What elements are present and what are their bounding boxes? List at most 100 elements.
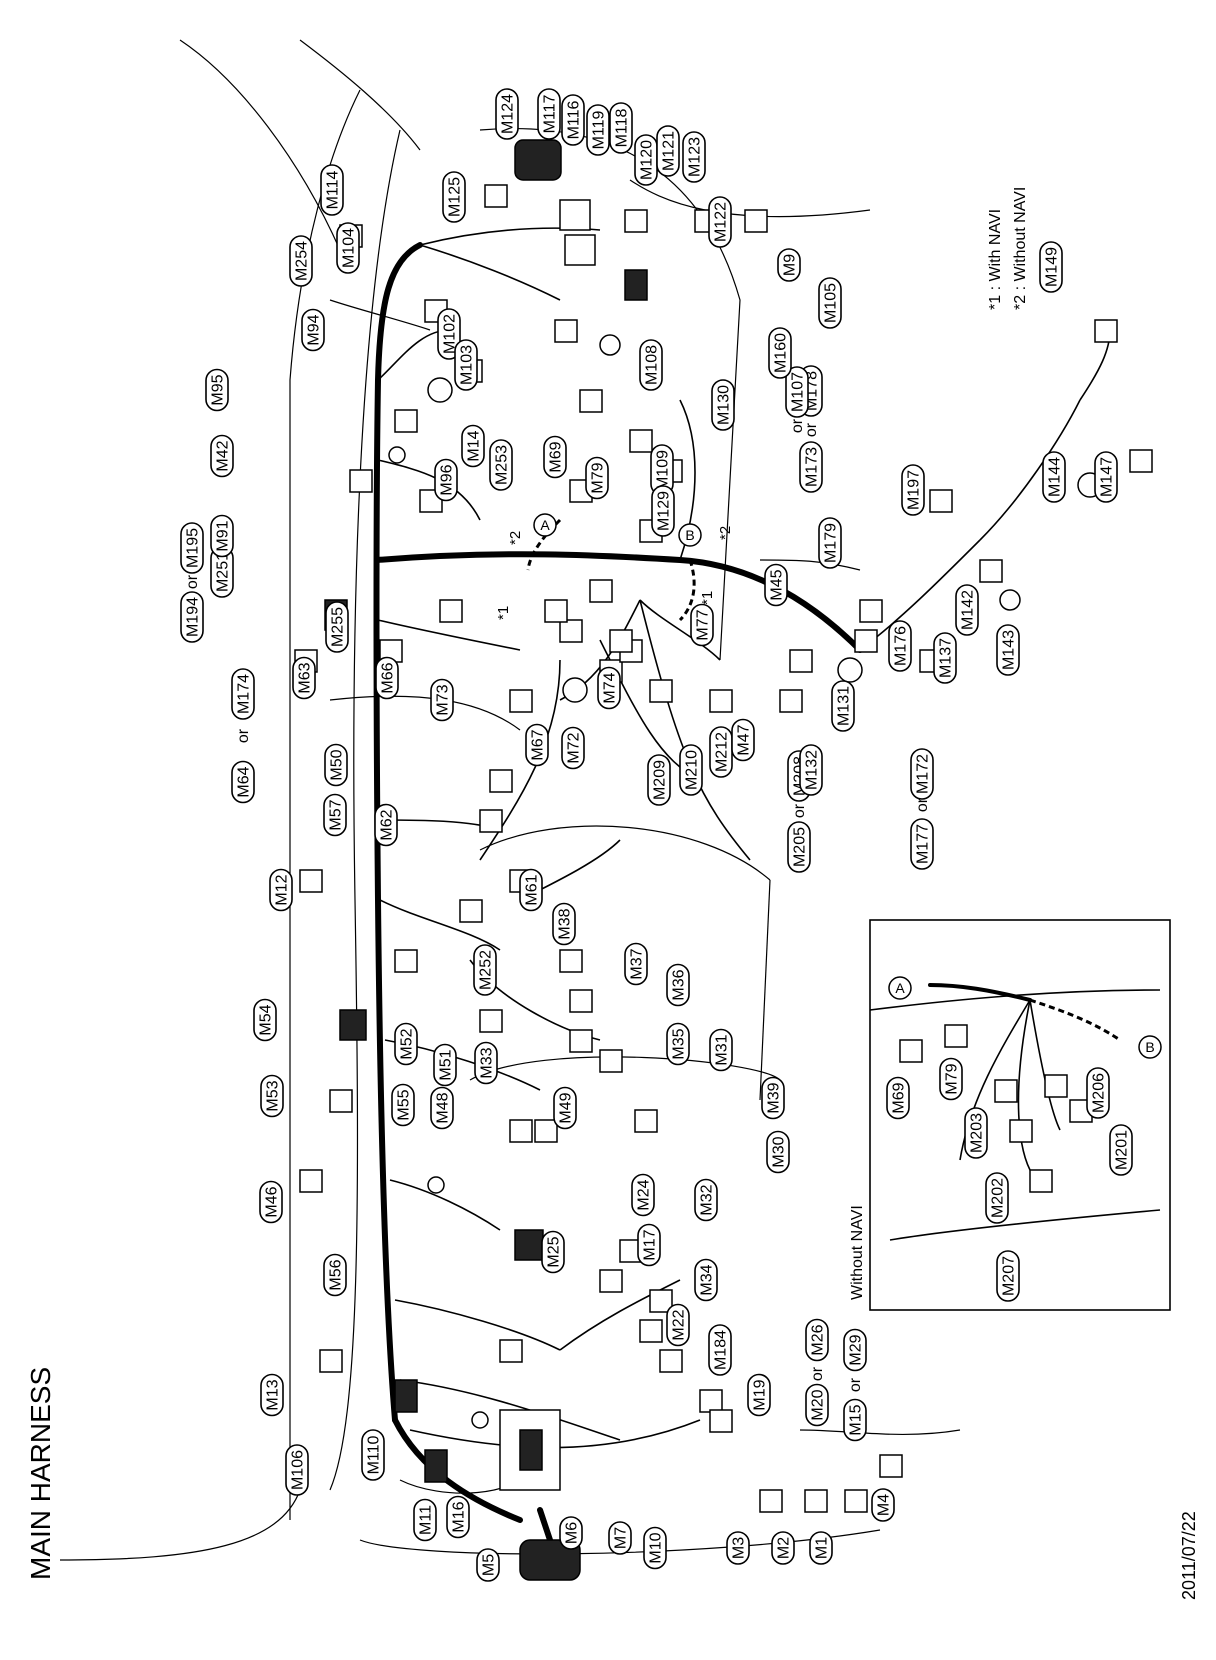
inset-label-m207-4: M207: [996, 1250, 1020, 1302]
svg-text:M67: M67: [530, 729, 547, 760]
svg-text:or: or: [791, 803, 808, 818]
connector-label-m131-86: M131: [831, 680, 855, 732]
connector-label-m11-14: M11: [413, 1498, 437, 1542]
svg-text:B: B: [685, 527, 694, 543]
svg-text:M57: M57: [328, 799, 345, 830]
connector-label-m117-115: M117: [537, 88, 561, 140]
svg-text:M114: M114: [325, 170, 342, 209]
svg-text:M172: M172: [915, 754, 932, 794]
svg-text:M131: M131: [836, 686, 853, 726]
point-a-marker: A: [533, 513, 557, 537]
svg-text:M6: M6: [564, 1522, 581, 1544]
svg-text:M201: M201: [1114, 1130, 1131, 1170]
connector-label-m255-65: M255: [325, 601, 349, 653]
svg-text:M38: M38: [557, 908, 574, 939]
svg-text:M106: M106: [290, 1450, 307, 1490]
connector-label-m34-22: M34: [694, 1258, 718, 1302]
connector-label-m36-38: M36: [666, 963, 690, 1007]
connector-label-m19-19: M19: [747, 1373, 771, 1417]
connector-label-m50-52: M50: [324, 743, 348, 787]
svg-text:M174: M174: [236, 674, 253, 714]
svg-text:M195: M195: [185, 528, 202, 568]
svg-text:M35: M35: [671, 1028, 688, 1059]
connector-label-m7-2: M7: [608, 1521, 632, 1555]
connector-label-m107-102: M107: [785, 366, 809, 418]
connector-label-m129-107: M129: [651, 485, 675, 537]
connector-label-m37-39: M37: [624, 942, 648, 986]
svg-text:M94: M94: [306, 314, 323, 345]
connector-label-or-103: or: [789, 418, 806, 433]
svg-text:M210: M210: [684, 750, 701, 790]
svg-text:M4: M4: [876, 1494, 893, 1516]
connector-label-m144-94: M144: [1042, 451, 1066, 503]
svg-text:M102: M102: [442, 314, 459, 354]
connector-label-m172-87: M172: [910, 748, 934, 800]
connector-label-m30-34: M30: [766, 1130, 790, 1174]
connector-label-m35-37: M35: [666, 1022, 690, 1066]
connector-label-m122-122: M122: [708, 196, 732, 248]
connector-label-m184-20: M184: [708, 1324, 732, 1376]
connector-label-m38-40: M38: [552, 902, 576, 946]
point-b-marker: B: [678, 523, 702, 547]
main-harness-trunk: [373, 242, 863, 1573]
svg-text:M55: M55: [396, 1089, 413, 1120]
svg-text:M33: M33: [479, 1047, 496, 1078]
svg-text:A: A: [540, 517, 550, 533]
svg-text:M72: M72: [566, 732, 583, 763]
connector-label-m32-25: M32: [694, 1178, 718, 1222]
connector-label-m103-112: M103: [454, 339, 478, 391]
svg-text:M254: M254: [294, 241, 311, 281]
svg-text:M7: M7: [613, 1527, 630, 1549]
connector-label-m22-21: M22: [666, 1303, 690, 1347]
svg-text:M91: M91: [215, 520, 232, 551]
svg-text:M31: M31: [714, 1034, 731, 1065]
svg-text:A: A: [895, 980, 905, 996]
connector-label-m56-27: M56: [323, 1253, 347, 1297]
svg-text:M16: M16: [451, 1501, 468, 1532]
connector-label-m176-90: M176: [888, 620, 912, 672]
connector-label-m197-98: M197: [901, 464, 925, 516]
svg-text:or: or: [803, 422, 820, 437]
connector-label-or-12: or: [809, 1366, 826, 1381]
connector-label-m205-53: M205: [787, 821, 811, 873]
svg-text:M253: M253: [494, 445, 511, 485]
svg-text:M69: M69: [548, 441, 565, 472]
connector-label-m106-17: M106: [285, 1444, 309, 1496]
callout-star1-b: *1: [699, 591, 716, 605]
connector-label-m29-10: M29: [843, 1328, 867, 1372]
connector-label-m17-23: M17: [637, 1223, 661, 1267]
connector-label-m6-1: M6: [559, 1516, 583, 1550]
connector-label-m254-74: M254: [289, 235, 313, 287]
connector-label-m15-8: M15: [843, 1398, 867, 1442]
svg-text:M56: M56: [328, 1259, 345, 1290]
svg-text:M20: M20: [810, 1389, 827, 1420]
svg-text:or: or: [184, 574, 201, 589]
svg-text:M176: M176: [893, 626, 910, 666]
svg-text:M202: M202: [990, 1178, 1007, 1218]
connector-label-m10-3: M10: [643, 1526, 667, 1570]
svg-text:M77: M77: [695, 609, 712, 640]
connector-label-m47-84: M47: [731, 718, 755, 762]
svg-text:M10: M10: [648, 1532, 665, 1563]
connector-label-m24-24: M24: [631, 1173, 655, 1217]
connector-label-m91-70: M91: [210, 514, 234, 558]
connector-label-m173-99: M173: [799, 441, 823, 493]
inset-label-m202-3: M202: [985, 1172, 1009, 1224]
svg-text:or: or: [789, 418, 806, 433]
connector-label-m95-72: M95: [205, 368, 229, 412]
svg-text:M47: M47: [736, 724, 753, 755]
svg-text:M1: M1: [814, 1537, 831, 1559]
svg-text:M63: M63: [297, 662, 314, 693]
svg-text:M173: M173: [804, 447, 821, 487]
connector-label-m55-31: M55: [391, 1083, 415, 1127]
svg-text:M74: M74: [602, 672, 619, 703]
connector-label-m143-92: M143: [996, 624, 1020, 676]
connector-label-or-54: or: [791, 803, 808, 818]
connector-label-m120-119: M120: [634, 134, 658, 186]
connector-label-m123-121: M123: [682, 131, 706, 183]
inset-title: Without NAVI: [849, 1205, 866, 1300]
connector-label-m12-46: M12: [269, 868, 293, 912]
svg-text:M119: M119: [591, 110, 608, 149]
